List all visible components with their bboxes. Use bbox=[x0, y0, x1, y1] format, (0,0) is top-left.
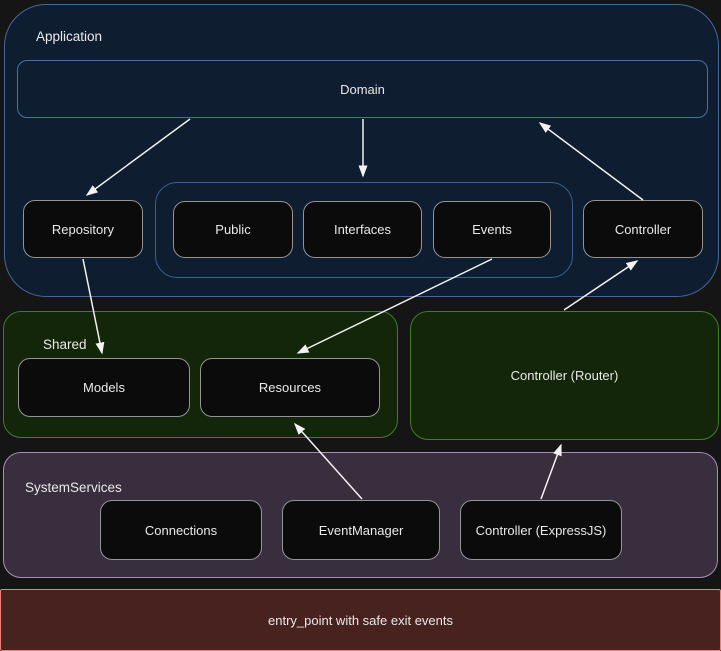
node-connections: Connections bbox=[100, 500, 262, 560]
node-entry-point: entry_point with safe exit events bbox=[0, 589, 721, 651]
node-domain: Domain bbox=[17, 60, 708, 118]
container-system-services-label: SystemServices bbox=[25, 480, 122, 495]
node-interfaces: Interfaces bbox=[303, 201, 422, 258]
node-resources: Resources bbox=[200, 358, 380, 417]
node-events: Events bbox=[433, 201, 551, 258]
node-controller-router: Controller (Router) bbox=[410, 311, 719, 440]
node-repository: Repository bbox=[23, 200, 143, 258]
node-models: Models bbox=[18, 358, 190, 417]
node-controller: Controller bbox=[583, 200, 703, 258]
node-public: Public bbox=[173, 201, 293, 258]
container-application-label: Application bbox=[36, 29, 103, 44]
node-controller-expressjs: Controller (ExpressJS) bbox=[460, 500, 622, 560]
container-shared-label: Shared bbox=[43, 337, 87, 352]
node-event-manager: EventManager bbox=[282, 500, 440, 560]
